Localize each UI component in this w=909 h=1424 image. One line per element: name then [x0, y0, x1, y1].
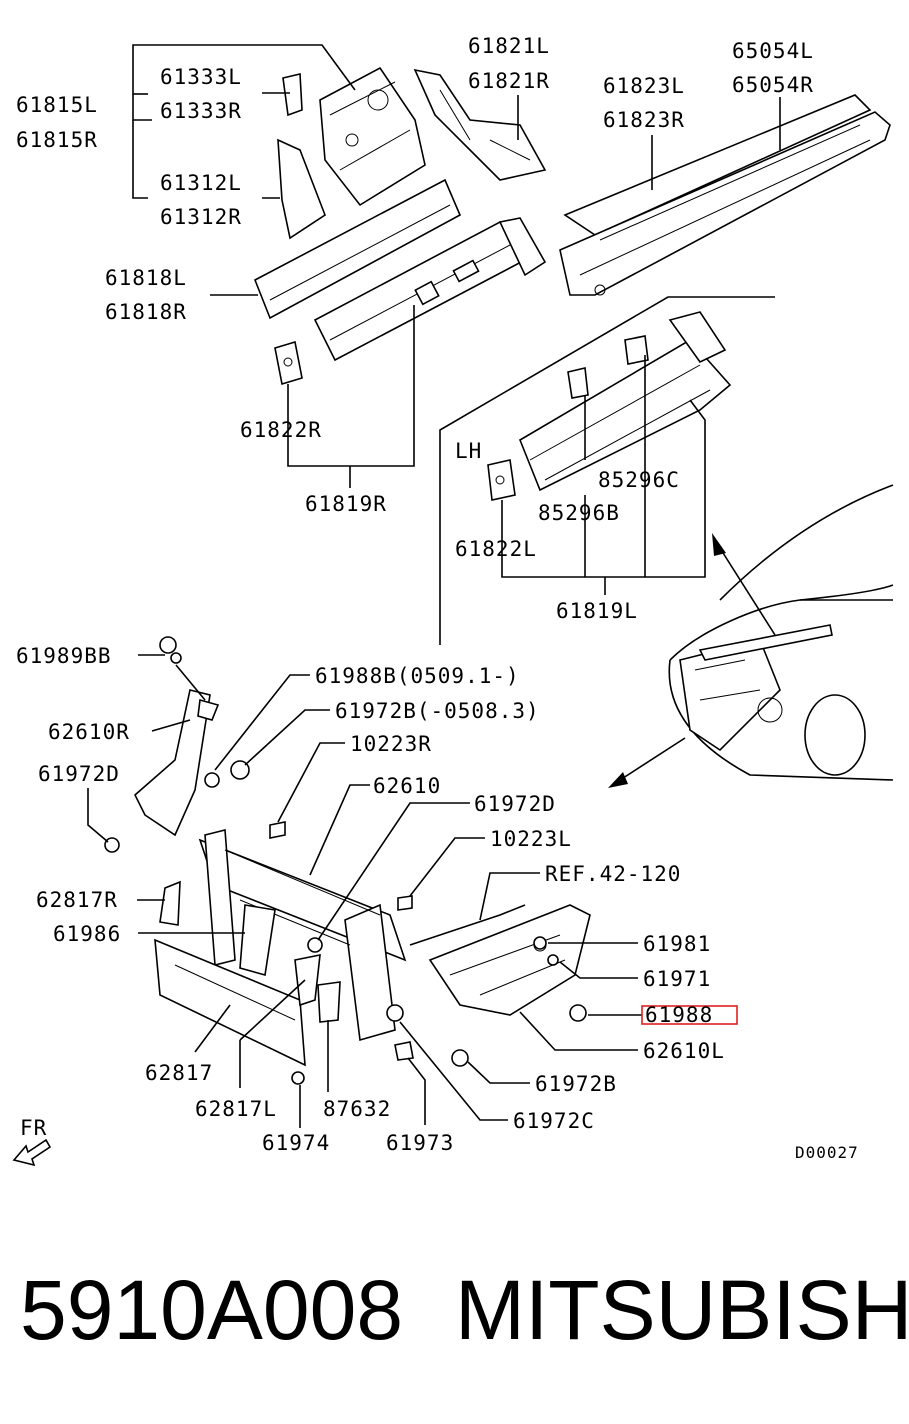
label-62817R: 62817R	[36, 888, 118, 912]
label-fr: FR	[20, 1116, 47, 1140]
label-61333R: 61333R	[160, 99, 242, 123]
label-65054L: 65054L	[732, 39, 814, 63]
caption-footer: 5910A008 MITSUBISHI	[0, 1262, 909, 1372]
bolt-61972c	[386, 1004, 404, 1022]
highlight-box-61988	[641, 1005, 738, 1025]
nut-10223r	[269, 821, 286, 839]
label-62817: 62817	[145, 1061, 213, 1085]
clip-61973	[394, 1041, 414, 1061]
label-61972B-range: 61972B(-0508.3)	[335, 699, 540, 723]
clip-61981	[533, 936, 547, 950]
label-87632: 87632	[323, 1097, 391, 1121]
label-61815L: 61815L	[16, 93, 98, 117]
vehicle-location-inset	[608, 484, 894, 788]
label-61989BB: 61989BB	[16, 644, 112, 668]
part-number: 5910A008	[20, 1263, 404, 1357]
label-61823L: 61823L	[603, 74, 685, 98]
label-61818L: 61818L	[105, 266, 187, 290]
front-side-member-lh-drawing	[487, 311, 732, 501]
label-61819R: 61819R	[305, 492, 387, 516]
label-61333L: 61333L	[160, 65, 242, 89]
radiator-support-drawing	[134, 689, 591, 1067]
label-61972D-left: 61972D	[38, 762, 120, 786]
bolt-61972b-lower	[451, 1049, 469, 1067]
label-61822L: 61822L	[455, 537, 537, 561]
label-61972D-right: 61972D	[474, 792, 556, 816]
callout-labels: 61815L 61815R 61333L 61333R 61312L 61312…	[12, 34, 859, 1167]
label-61981: 61981	[643, 932, 711, 956]
label-62817L: 62817L	[195, 1097, 277, 1121]
label-61821R: 61821R	[468, 69, 550, 93]
label-61974: 61974	[262, 1131, 330, 1155]
nut-10223l	[397, 895, 413, 911]
bolt-61972d-left	[104, 837, 120, 853]
label-10223R: 10223R	[350, 732, 432, 756]
leader-lines	[87, 44, 781, 1128]
front-direction-arrow-icon	[12, 1138, 52, 1167]
label-61819L: 61819L	[556, 599, 638, 623]
front-side-rail-drawing	[559, 94, 891, 296]
label-10223L: 10223L	[490, 827, 572, 851]
label-61986: 61986	[53, 922, 121, 946]
label-65054R: 65054R	[732, 73, 814, 97]
label-lh: LH	[455, 439, 482, 463]
clip-61971	[547, 954, 559, 966]
bolt-61988	[569, 1004, 587, 1022]
label-61815R: 61815R	[16, 128, 98, 152]
label-diagram-code: D00027	[795, 1143, 859, 1162]
label-61312L: 61312L	[160, 171, 242, 195]
label-61972C: 61972C	[513, 1109, 595, 1133]
label-61988B: 61988B(0509.1-)	[315, 664, 520, 688]
label-61312R: 61312R	[160, 205, 242, 229]
label-85296C: 85296C	[598, 468, 680, 492]
bolt-61972d-right	[307, 937, 323, 953]
label-61988: 61988	[645, 1003, 713, 1027]
label-62610L: 62610L	[643, 1039, 725, 1063]
brand-name: MITSUBISHI	[455, 1263, 909, 1357]
label-61823R: 61823R	[603, 108, 685, 132]
label-ref: REF.42-120	[545, 862, 681, 886]
label-62610R: 62610R	[48, 720, 130, 744]
label-61971: 61971	[643, 967, 711, 991]
label-62610: 62610	[373, 774, 441, 798]
clip-61988b	[204, 772, 220, 788]
front-side-member-rh-drawing	[253, 66, 547, 386]
bolt-61972b-upper	[230, 760, 250, 780]
label-85296B: 85296B	[538, 501, 620, 525]
bolt-61989bb	[159, 636, 177, 654]
fasteners	[104, 636, 587, 1085]
label-61821L: 61821L	[468, 34, 550, 58]
clip-61974	[291, 1071, 305, 1085]
label-61972B: 61972B	[535, 1072, 617, 1096]
label-61818R: 61818R	[105, 300, 187, 324]
label-61822R: 61822R	[240, 418, 322, 442]
label-61973: 61973	[386, 1131, 454, 1155]
